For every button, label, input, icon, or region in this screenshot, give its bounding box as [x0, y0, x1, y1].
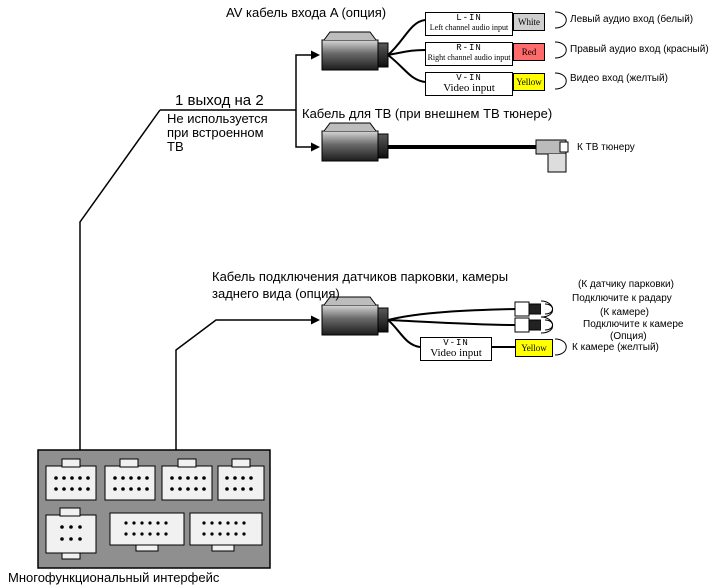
parking-cable-line-2: заднего вида (опция) [212, 286, 340, 301]
av-input-desc: Right channel audio input [427, 53, 511, 62]
tv-tuner-plug-icon [535, 139, 569, 173]
av-input-tag-left: L-IN Left channel audio input [425, 12, 513, 36]
left-audio-label: Левый аудио вход (белый) [570, 14, 694, 25]
split-label: 1 выход на 2 [175, 92, 264, 109]
parking-arrow [175, 315, 320, 460]
av-input-tag-video: V-IN Video input [425, 72, 513, 96]
av-cable-connector [321, 31, 389, 71]
to-tuner-label: К ТВ тюнеру [577, 142, 635, 153]
to-camera-label: (К камере) [600, 307, 649, 318]
camera-yellow-plug: Yellow [515, 339, 553, 357]
camera-plug-icon [514, 316, 554, 334]
radar-plug-icon [514, 300, 554, 318]
parking-cable-wires [387, 308, 516, 348]
not-used-note: Не используется при встроенном ТВ [167, 112, 268, 154]
camera-yellow-label: К камере (желтый) [572, 342, 659, 353]
parking-cable-label: Кабель подключения датчиков парковки, ка… [212, 268, 508, 302]
parking-cable-connector [321, 296, 389, 336]
option-label: (Опция) [610, 331, 647, 342]
av-rca-jacks [554, 11, 567, 90]
multifunction-interface-label: Многофункциональный интерфейс [8, 570, 220, 585]
av-input-desc: Video input [443, 82, 495, 94]
connect-radar-label: Подключите к радару [572, 293, 672, 304]
white-plug: White [513, 13, 545, 31]
yellow-plug: Yellow [513, 73, 545, 91]
video-input-label: Видео вход (желтый) [570, 73, 668, 84]
av-input-code: R-IN [456, 43, 482, 53]
camera-video-desc: Video input [430, 347, 482, 359]
not-used-line-2: при встроенном [167, 125, 264, 140]
not-used-line-1: Не используется [167, 111, 268, 126]
right-audio-label: Правый аудио вход (красный) [570, 44, 709, 55]
camera-video-code: V-IN [443, 338, 469, 348]
to-parking-sensor-label: (К датчику парковки) [578, 279, 674, 290]
tv-cable-connector [321, 122, 389, 162]
multifunction-interface-icon [37, 449, 271, 569]
parking-cable-line-1: Кабель подключения датчиков парковки, ка… [212, 269, 509, 284]
red-plug: Red [513, 43, 545, 61]
av-input-desc: Left channel audio input [429, 23, 509, 32]
connect-camera-label: Подключите к камере [583, 319, 684, 330]
av-cable-label: AV кабель входа A (опция) [226, 5, 387, 20]
not-used-line-3: ТВ [167, 139, 184, 154]
tv-cable-label: Кабель для ТВ (при внешнем ТВ тюнере) [302, 106, 553, 121]
av-input-tag-right: R-IN Right channel audio input [425, 42, 513, 66]
camera-video-jack-icon [554, 338, 567, 356]
camera-video-tag: V-IN Video input [420, 337, 492, 361]
split-lines [75, 50, 320, 462]
av-cable-wires [387, 19, 426, 83]
av-input-code: V-IN [456, 73, 482, 83]
av-input-code: L-IN [456, 13, 482, 23]
